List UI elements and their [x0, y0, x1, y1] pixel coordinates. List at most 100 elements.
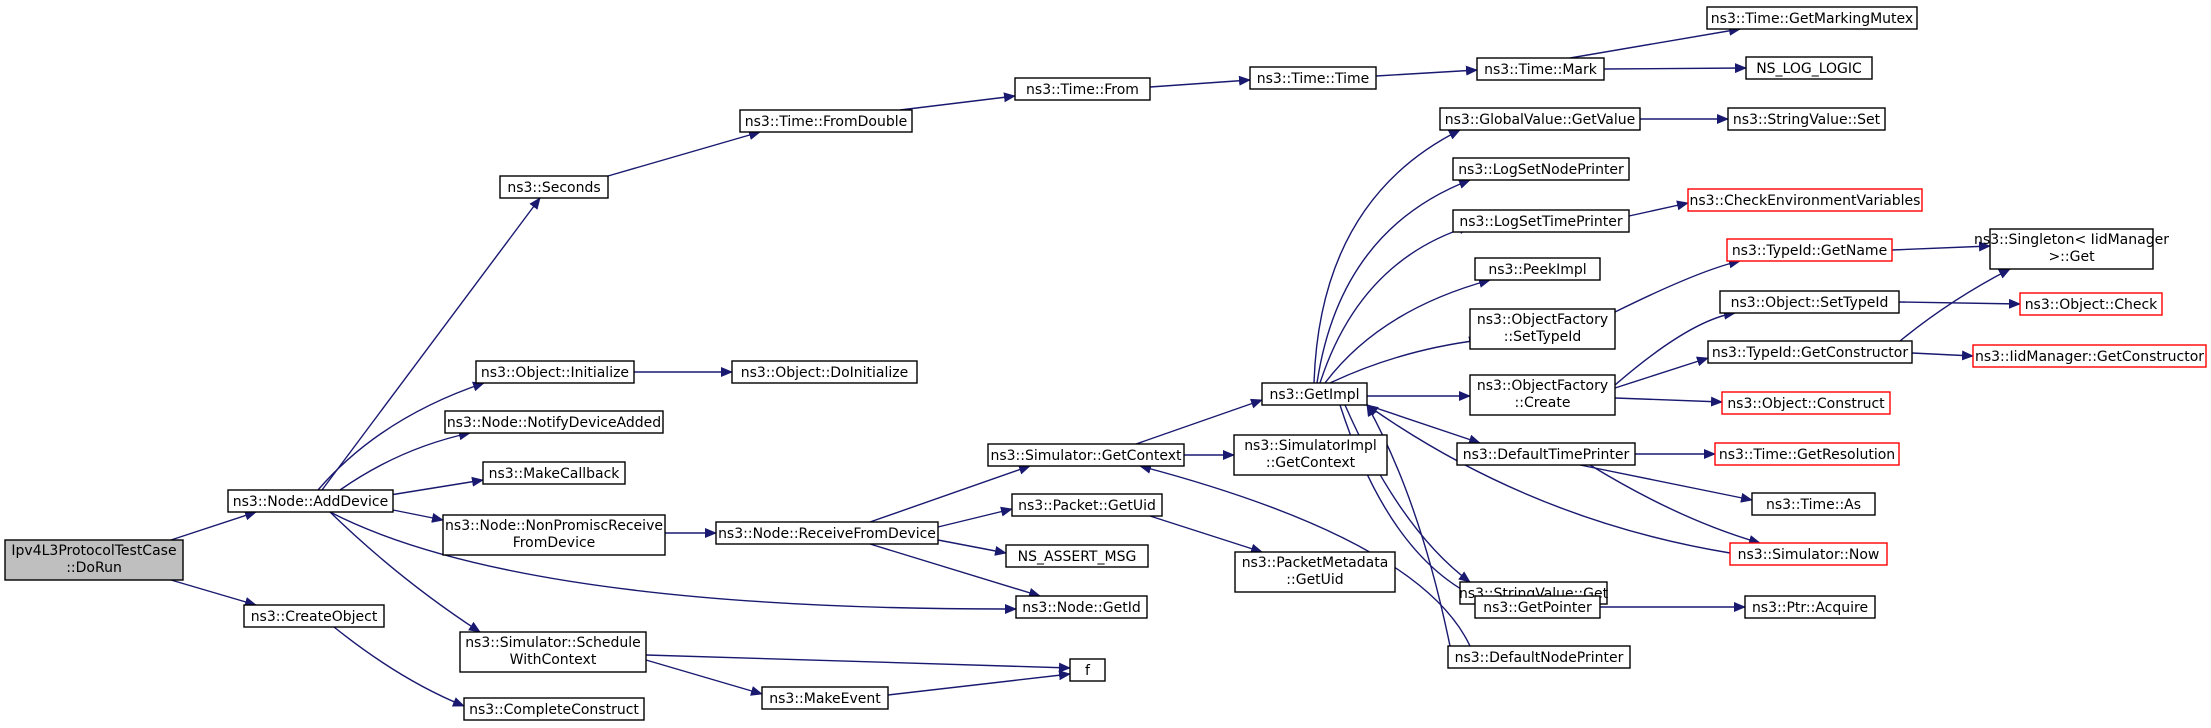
node-box-getresolution: [1714, 442, 1900, 466]
node-from[interactable]: ns3::Time::From: [1014, 77, 1151, 101]
node-box-getmarkingmutex: [1706, 6, 1918, 30]
edge-adddevice-to-schedulewc: [329, 511, 481, 633]
node-label-objdoinit: ns3::Object::DoInitialize: [741, 365, 908, 381]
node-typeidgetname[interactable]: ns3::TypeId::GetName: [1726, 238, 1893, 262]
node-box-nsloglogic: [1745, 56, 1873, 80]
node-label-getimpl: ns3::GetImpl: [1269, 387, 1359, 403]
node-label-getpointer: ns3::GetPointer: [1483, 600, 1592, 616]
node-box-pktmeta: [1234, 551, 1396, 593]
node-label-pktmeta-line2: ::GetUid: [1286, 572, 1343, 588]
node-nodegetid[interactable]: ns3::Node::GetId: [1015, 595, 1148, 619]
node-receivefromdevice[interactable]: ns3::Node::ReceiveFromDevice: [715, 521, 939, 545]
edge-getimpl-to-logsetnodeprinter: [1316, 179, 1471, 384]
node-label-packetgetuid: ns3::Packet::GetUid: [1018, 498, 1156, 514]
node-notifydevadded[interactable]: ns3::Node::NotifyDeviceAdded: [444, 410, 664, 434]
edge-defaulttimeprinter-to-timeas: [1579, 464, 1753, 503]
node-logsetnodeprinter[interactable]: ns3::LogSetNodePrinter: [1452, 157, 1630, 181]
node-simgetcontext[interactable]: ns3::Simulator::GetContext: [987, 443, 1185, 467]
edge-getimpl-to-ofsettypeid: [1329, 336, 1481, 384]
edge-defaultnodeprinter-to-simgetcontext: [1139, 463, 1471, 647]
node-getconstructor[interactable]: ns3::TypeId::GetConstructor: [1707, 340, 1913, 364]
node-label-ofcreate-line1: ns3::ObjectFactory: [1477, 378, 1608, 394]
node-getpointer[interactable]: ns3::GetPointer: [1474, 595, 1601, 619]
node-timeas[interactable]: ns3::Time::As: [1751, 492, 1876, 516]
node-getmarkingmutex[interactable]: ns3::Time::GetMarkingMutex: [1706, 6, 1918, 30]
node-label-nonpromisc-line2: FromDevice: [513, 535, 596, 551]
node-simimplgetcontext[interactable]: ns3::SimulatorImpl::GetContext: [1233, 434, 1388, 476]
node-objsettypeid[interactable]: ns3::Object::SetTypeId: [1719, 290, 1900, 314]
node-label-simimplgetcontext-line2: ::GetContext: [1266, 455, 1356, 471]
node-checkenv[interactable]: ns3::CheckEnvironmentVariables: [1687, 188, 1923, 212]
edge-from-to-time: [1149, 75, 1251, 88]
node-label-dorun-line1: Ipv4L3ProtocolTestCase: [11, 543, 176, 559]
node-label-seconds: ns3::Seconds: [507, 180, 600, 196]
node-nsloglogic[interactable]: NS_LOG_LOGIC: [1745, 56, 1873, 80]
node-label-schedulewc-line2: WithContext: [510, 652, 597, 668]
node-box-peekimpl: [1474, 257, 1601, 281]
node-label-mark: ns3::Time::Mark: [1484, 62, 1598, 78]
node-defaulttimeprinter[interactable]: ns3::DefaultTimePrinter: [1456, 442, 1636, 466]
node-nsassert[interactable]: NS_ASSERT_MSG: [1005, 544, 1149, 568]
node-time[interactable]: ns3::Time::Time: [1249, 66, 1377, 90]
node-dorun[interactable]: Ipv4L3ProtocolTestCase::DoRun: [4, 539, 184, 581]
node-getresolution[interactable]: ns3::Time::GetResolution: [1714, 442, 1900, 466]
node-label-singleton-line1: ns3::Singleton< IidManager: [1974, 232, 2169, 248]
node-stringvalueset[interactable]: ns3::StringValue::Set: [1727, 107, 1886, 131]
node-label-logsetnodeprinter: ns3::LogSetNodePrinter: [1458, 162, 1624, 178]
edge-fromdouble-to-from: [899, 92, 1016, 111]
node-box-nodegetid: [1015, 595, 1148, 619]
node-objconstruct[interactable]: ns3::Object::Construct: [1721, 391, 1891, 415]
node-adddevice[interactable]: ns3::Node::AddDevice: [227, 489, 394, 513]
node-box-createobject: [243, 604, 385, 628]
node-completeconstruct[interactable]: ns3::CompleteConstruct: [463, 697, 645, 721]
node-label-objconstruct: ns3::Object::Construct: [1727, 396, 1885, 412]
node-makeevent[interactable]: ns3::MakeEvent: [761, 686, 889, 710]
node-peekimpl[interactable]: ns3::PeekImpl: [1474, 257, 1601, 281]
node-label-schedulewc-line1: ns3::Simulator::Schedule: [465, 635, 641, 651]
node-makecallback[interactable]: ns3::MakeCallback: [482, 461, 626, 485]
node-getimpl[interactable]: ns3::GetImpl: [1261, 382, 1368, 406]
node-box-globalvalue: [1439, 107, 1641, 131]
node-globalvalue[interactable]: ns3::GlobalValue::GetValue: [1439, 107, 1641, 131]
node-label-timeas: ns3::Time::As: [1766, 497, 1861, 513]
node-mark[interactable]: ns3::Time::Mark: [1476, 57, 1605, 81]
node-fromdouble[interactable]: ns3::Time::FromDouble: [739, 109, 913, 133]
node-f[interactable]: f: [1069, 658, 1106, 682]
node-defaultnodeprinter[interactable]: ns3::DefaultNodePrinter: [1447, 645, 1631, 669]
node-box-checkenv: [1687, 188, 1923, 212]
node-ofcreate[interactable]: ns3::ObjectFactory::Create: [1469, 374, 1616, 416]
node-label-pktmeta-line1: ns3::PacketMetadata: [1242, 555, 1389, 571]
node-seconds[interactable]: ns3::Seconds: [499, 175, 609, 199]
node-label-singleton-line2: >::Get: [2048, 249, 2095, 265]
node-box-ptracquire: [1744, 595, 1876, 619]
node-pktmeta[interactable]: ns3::PacketMetadata::GetUid: [1234, 551, 1396, 593]
node-objdoinit[interactable]: ns3::Object::DoInitialize: [731, 360, 918, 384]
edge-adddevice-to-makecallback: [389, 476, 484, 496]
node-box-packetgetuid: [1011, 493, 1163, 517]
node-packetgetuid[interactable]: ns3::Packet::GetUid: [1011, 493, 1163, 517]
node-singleton[interactable]: ns3::Singleton< IidManager>::Get: [1974, 228, 2169, 270]
node-box-objcheck: [2019, 292, 2163, 316]
node-ofsettypeid[interactable]: ns3::ObjectFactory::SetTypeId: [1469, 308, 1616, 350]
node-objinit[interactable]: ns3::Object::Initialize: [475, 360, 635, 384]
node-label-nsassert: NS_ASSERT_MSG: [1018, 549, 1137, 565]
node-objcheck[interactable]: ns3::Object::Check: [2019, 292, 2163, 316]
node-label-stringvalueset: ns3::StringValue::Set: [1733, 112, 1881, 128]
edge-getimpl-to-globalvalue: [1313, 129, 1461, 384]
edge-defaultnodeprinter-to-getimpl: [1366, 404, 1451, 647]
node-box-simnow: [1729, 542, 1888, 566]
node-box-makeevent: [761, 686, 889, 710]
node-box-timeas: [1751, 492, 1876, 516]
node-logsettimeprinter[interactable]: ns3::LogSetTimePrinter: [1452, 209, 1630, 233]
node-box-objconstruct: [1721, 391, 1891, 415]
node-simnow[interactable]: ns3::Simulator::Now: [1729, 542, 1888, 566]
edge-receivefromdevice-to-simgetcontext: [869, 464, 1031, 523]
node-box-getpointer: [1474, 595, 1601, 619]
node-createobject[interactable]: ns3::CreateObject: [243, 604, 385, 628]
node-ptracquire[interactable]: ns3::Ptr::Acquire: [1744, 595, 1876, 619]
node-label-objinit: ns3::Object::Initialize: [481, 365, 629, 381]
node-iidgetconstructor[interactable]: ns3::IidManager::GetConstructor: [1972, 344, 2207, 368]
